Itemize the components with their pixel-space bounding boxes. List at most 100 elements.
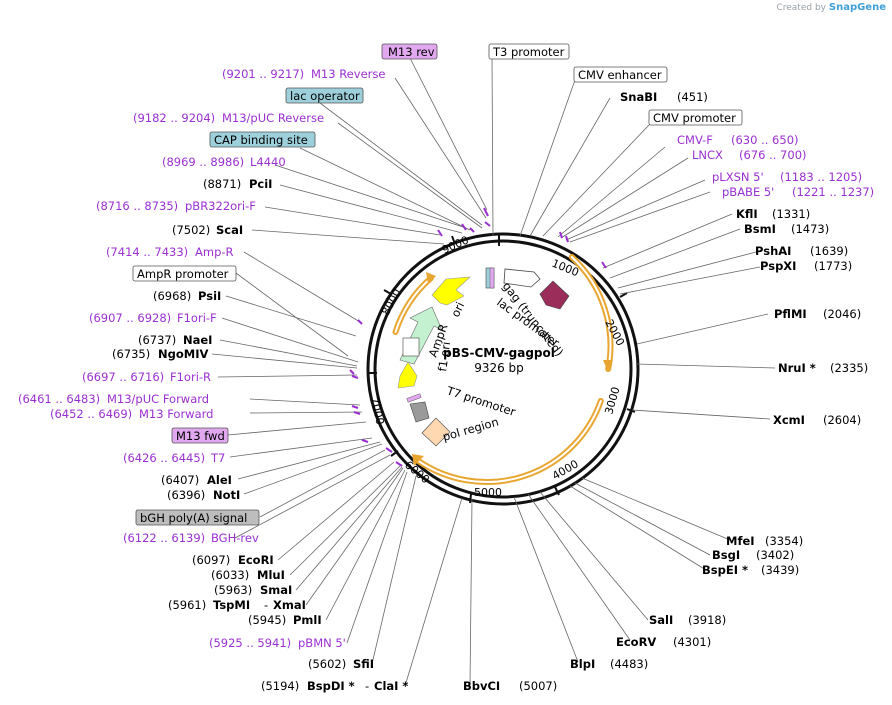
m13-fwd-box bbox=[406, 393, 422, 403]
lac-operator-text: lac operator bbox=[290, 89, 360, 103]
mfei-pos: (3354) bbox=[765, 534, 803, 548]
pol-region-box bbox=[421, 417, 451, 447]
cmv-f-label: CMV-F bbox=[677, 133, 713, 147]
pspxi-pos: (1773) bbox=[814, 259, 852, 273]
ecori-label: EcoRI bbox=[238, 553, 274, 567]
t7-promoter-box bbox=[409, 401, 430, 423]
primer-marks bbox=[349, 207, 607, 467]
leader-lines bbox=[211, 57, 776, 687]
m13-puc-forward-label: M13/pUC Forward bbox=[107, 392, 209, 406]
xcmi-label: XcmI bbox=[773, 413, 805, 427]
ori-label: ori bbox=[448, 300, 467, 320]
tick-label-3000: 3000 bbox=[602, 385, 622, 415]
nrui-label: NruI * bbox=[778, 361, 816, 375]
yellow-promoter-arrow bbox=[397, 361, 418, 389]
pbr322ori-f-pos: (8716 .. 8735) bbox=[96, 199, 178, 213]
tspmi-xmai-dash: - bbox=[264, 598, 268, 612]
m13-puc-reverse-pos: (9182 .. 9204) bbox=[133, 111, 215, 125]
bspdi-clai-dash: - bbox=[365, 679, 369, 693]
pmli-label: PmlI bbox=[293, 613, 322, 627]
bgh-polya-tag bbox=[135, 509, 260, 526]
f1ori-f-label: F1ori-F bbox=[177, 311, 217, 325]
brand-prefix: Created by bbox=[776, 3, 826, 13]
m13-rev-text: M13 rev bbox=[388, 45, 435, 59]
psii-label: PsiI bbox=[198, 289, 221, 303]
nrui-pos: (2335) bbox=[830, 361, 868, 375]
mlui-label: MluI bbox=[257, 568, 285, 582]
m13-forward-pos: (6452 .. 6469) bbox=[50, 407, 132, 421]
plasmid-length: 9326 bp bbox=[474, 361, 524, 375]
plxsn-label: pLXSN 5' bbox=[712, 170, 764, 184]
cap-binding-text: CAP binding site bbox=[214, 133, 308, 147]
tick-label-9000: 9000 bbox=[440, 233, 471, 256]
mlui-pos: (6033) bbox=[211, 568, 249, 582]
bbvci-pos: (5007) bbox=[519, 679, 557, 693]
bspdi-label: BspDI * bbox=[307, 679, 355, 693]
naei-pos: (6737) bbox=[138, 333, 176, 347]
ecori-pos: (6097) bbox=[192, 553, 230, 567]
t7-promoter-label: T7 promoter bbox=[444, 383, 517, 419]
cmv-enhancer-text: CMV enhancer bbox=[578, 68, 662, 82]
m13-reverse-label: M13 Reverse bbox=[311, 67, 385, 81]
plxsn-pos: (1183 .. 1205) bbox=[780, 170, 862, 184]
f1ori-label: f1 ori bbox=[435, 341, 453, 373]
bsgi-label: BsgI bbox=[712, 548, 740, 562]
smai-label: SmaI bbox=[260, 583, 292, 597]
bbvci-label: BbvCI bbox=[463, 679, 500, 693]
pbabe-pos: (1221 .. 1237) bbox=[792, 185, 874, 199]
plasmid-name: pBS-CMV-gagpol bbox=[443, 346, 555, 360]
m13-fwd-text: M13 fwd bbox=[176, 429, 225, 443]
tick-label-7000: 7000 bbox=[368, 396, 387, 426]
xcmi-pos: (2604) bbox=[823, 413, 861, 427]
backbone-inner bbox=[373, 239, 633, 499]
tick-marks bbox=[369, 233, 636, 504]
f1ori-r-label: F1ori-R bbox=[170, 370, 211, 384]
tspmi-label: TspMI bbox=[213, 598, 250, 612]
lncx-pos: (676 .. 700) bbox=[739, 148, 807, 162]
sali-label: SalI bbox=[649, 613, 673, 627]
mfei-label: MfeI bbox=[726, 534, 755, 548]
scai-pos: (7502) bbox=[172, 223, 210, 237]
amp-r-label: Amp-R bbox=[195, 245, 234, 259]
blpi-label: BlpI bbox=[570, 657, 595, 671]
l4440-label: L4440 bbox=[250, 155, 286, 169]
bgh-rev-label: BGH-rev bbox=[211, 531, 259, 545]
m13-puc-forward-pos: (6461 .. 6483) bbox=[18, 392, 100, 406]
bspei-label: BspEI * bbox=[702, 563, 748, 577]
f1ori-r-pos: (6697 .. 6716) bbox=[82, 370, 164, 384]
pcii-label: PciI bbox=[249, 177, 272, 191]
ampr-promoter-tag bbox=[132, 265, 237, 282]
bspei-pos: (3439) bbox=[761, 563, 799, 577]
bgh-polya-text: bGH poly(A) signal bbox=[140, 511, 247, 525]
naei-label: NaeI bbox=[183, 333, 212, 347]
psii-pos: (6968) bbox=[153, 289, 191, 303]
scai-label: ScaI bbox=[216, 223, 243, 237]
snapgene-brand: Created by SnapGene bbox=[776, 2, 886, 13]
tick-label-8000: 8000 bbox=[379, 287, 404, 318]
tick-label-5000: 5000 bbox=[474, 486, 502, 499]
pmli-pos: (5945) bbox=[248, 613, 286, 627]
m13-reverse-pos: (9201 .. 9217) bbox=[222, 67, 304, 81]
pshai-label: PshAI bbox=[755, 244, 791, 258]
m13-puc-reverse-label: M13/pUC Reverse bbox=[222, 111, 324, 125]
cmv-enhancer-tag bbox=[573, 66, 668, 83]
cds-arrowhead-3 bbox=[426, 272, 436, 284]
m13-forward-label: M13 Forward bbox=[139, 407, 213, 421]
ngomiv-pos: (6735) bbox=[112, 347, 150, 361]
bsgi-pos: (3402) bbox=[756, 548, 794, 562]
lac-promoter-arrow bbox=[503, 268, 541, 288]
cds-arrowhead-1 bbox=[603, 360, 613, 372]
alei-label: AleI bbox=[207, 473, 232, 487]
amp-r-pos: (7414 .. 7433) bbox=[106, 245, 188, 259]
cmv-promoter-text: CMV promoter bbox=[653, 111, 736, 125]
cds-arrowhead-2 bbox=[412, 454, 424, 466]
pbabe-label: pBABE 5' bbox=[722, 185, 774, 199]
t7-primer-pos: (6426 .. 6445) bbox=[123, 451, 205, 465]
t7-primer-label: T7 bbox=[210, 451, 225, 465]
brand-name: SnapGene bbox=[828, 2, 886, 13]
pflmi-label: PflMI bbox=[774, 307, 807, 321]
snabi-pos: (451) bbox=[677, 90, 708, 104]
lac-operator-tag bbox=[285, 87, 364, 104]
ampr-promoter-text: AmpR promoter bbox=[137, 267, 229, 281]
